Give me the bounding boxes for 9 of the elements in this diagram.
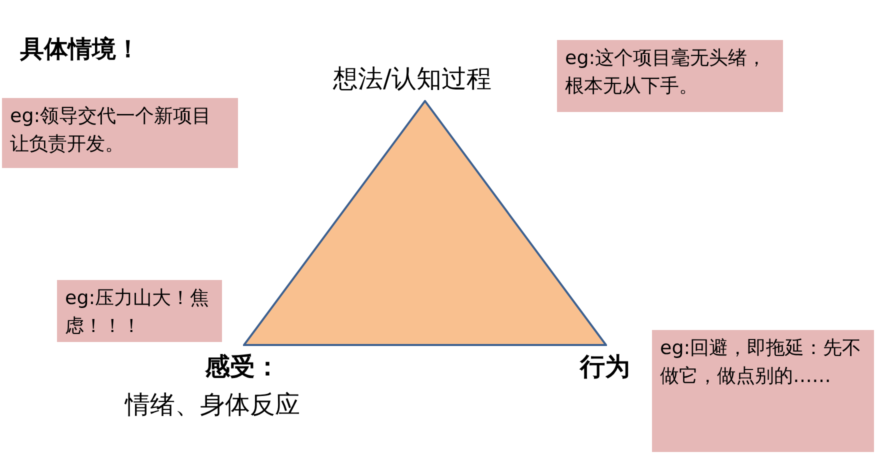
vertex-label: 感受： [205, 351, 280, 383]
vertex-label: 情绪、身体反应 [125, 389, 300, 421]
example-note: eg:回避，即拖延：先不做它，做点别的…… [652, 330, 874, 452]
title: 具体情境！ [20, 34, 140, 65]
vertex-label: 想法/认知过程 [333, 63, 492, 95]
example-note: eg:压力山大！焦虑！！！ [57, 280, 222, 342]
example-note: eg:这个项目毫无头绪，根本无从下手。 [557, 40, 783, 112]
example-note: eg:领导交代一个新项目让负责开发。 [2, 98, 238, 168]
vertex-label: 行为 [580, 351, 630, 383]
